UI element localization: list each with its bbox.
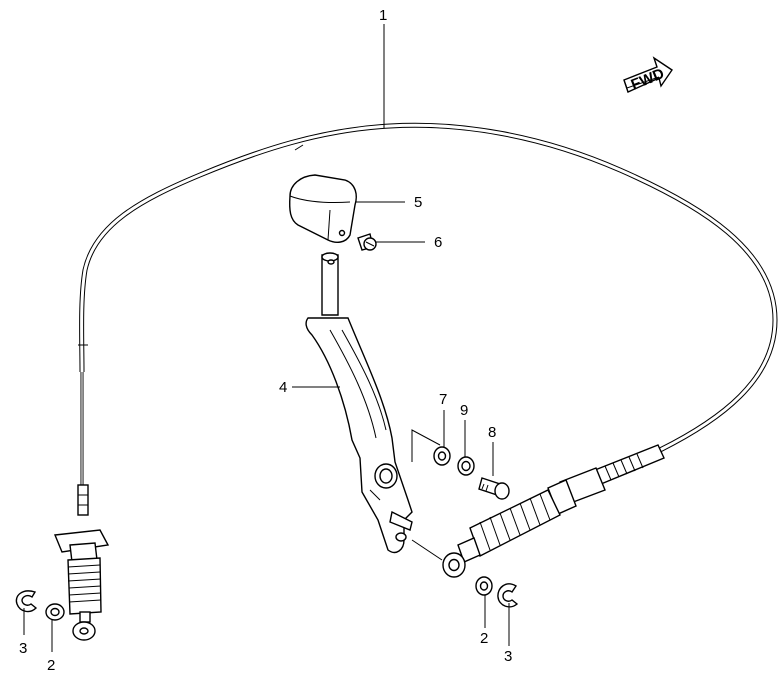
callout-9: 9 <box>460 402 468 419</box>
callout-7: 7 <box>439 391 447 408</box>
callout-numbers: 1 2 2 3 3 4 5 6 7 8 9 <box>19 7 512 674</box>
fwd-arrow-icon: FWD <box>623 56 673 94</box>
callout-leaders <box>23 24 510 652</box>
callout-1: 1 <box>379 7 387 24</box>
callout-6: 6 <box>434 234 442 251</box>
bolt <box>478 477 510 500</box>
control-cable <box>78 122 778 488</box>
right-cable-end <box>442 444 665 578</box>
left-boot <box>67 557 102 615</box>
callout-5: 5 <box>414 194 422 211</box>
callout-2-right: 2 <box>480 630 488 647</box>
fwd-label: FWD <box>629 65 667 94</box>
washer-left <box>45 603 65 621</box>
callout-4: 4 <box>279 379 287 396</box>
eclip-right <box>497 583 519 608</box>
knob-screw <box>357 233 377 251</box>
callout-8: 8 <box>488 424 496 441</box>
washer-9 <box>457 456 475 476</box>
shift-lever <box>305 252 413 554</box>
callout-3-right: 3 <box>504 648 512 665</box>
callout-3-left: 3 <box>19 640 27 657</box>
washer-7 <box>433 446 451 466</box>
eclip-left <box>15 590 38 613</box>
washer-right <box>475 576 493 596</box>
left-cable-end <box>53 484 110 641</box>
right-boot <box>469 489 561 557</box>
shift-knob <box>289 174 357 243</box>
callout-2-left: 2 <box>47 657 55 674</box>
